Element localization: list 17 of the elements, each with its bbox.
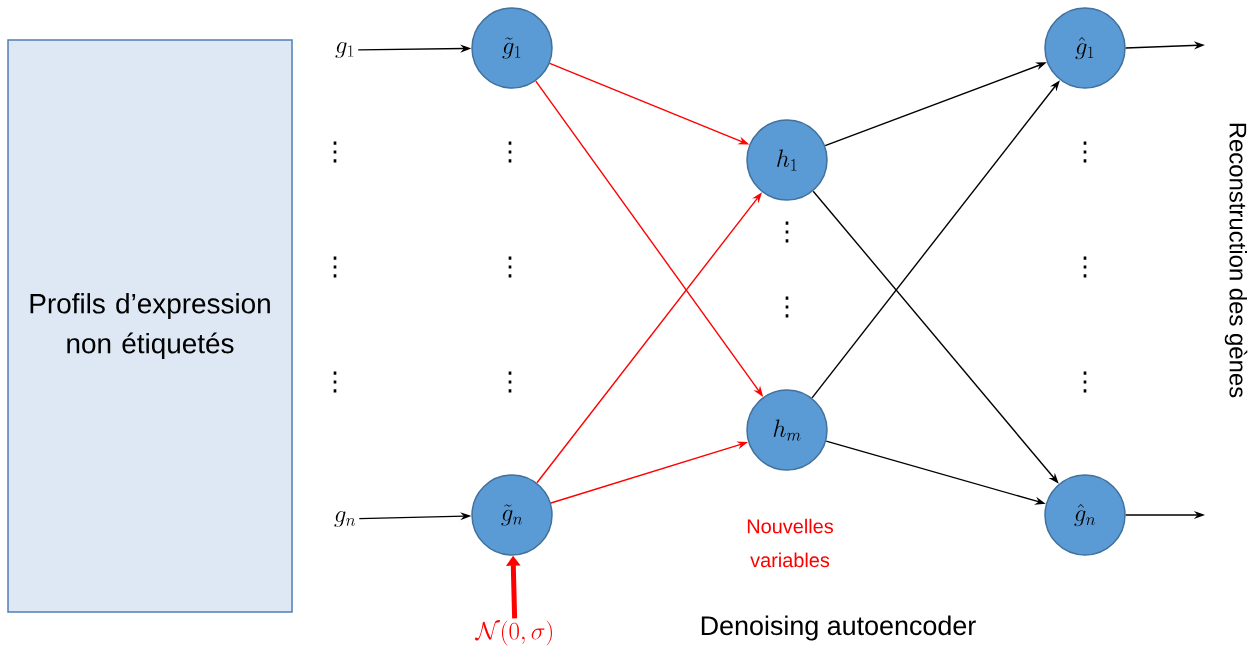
ellipsis: ⋮ bbox=[1083, 371, 1087, 393]
ellipsis: ⋮ bbox=[333, 371, 337, 393]
ellipsis: ⋮ bbox=[1083, 256, 1087, 278]
noise-label: $\mathcal{N}(0,\sigma)$ bbox=[475, 620, 552, 646]
layer-label: Nouvelles variables bbox=[747, 518, 833, 568]
ellipsis: ⋮ bbox=[1083, 141, 1087, 163]
variable-label: $g_1$ bbox=[335, 42, 354, 58]
ellipsis: ⋮ bbox=[333, 256, 337, 278]
variable-label: $g_n$ bbox=[334, 511, 356, 527]
output-label: Reconstruction des gènes bbox=[1224, 123, 1248, 398]
ellipsis: ⋮ bbox=[508, 141, 512, 163]
data-box: Profils d’expression non étiquetés bbox=[7, 39, 293, 613]
ellipsis: ⋮ bbox=[508, 256, 512, 278]
ellipsis: ⋮ bbox=[333, 141, 337, 163]
ellipsis: ⋮ bbox=[508, 371, 512, 393]
ellipsis: ⋮ bbox=[785, 296, 789, 318]
diagram-caption: Denoising autoencoder bbox=[701, 615, 976, 641]
